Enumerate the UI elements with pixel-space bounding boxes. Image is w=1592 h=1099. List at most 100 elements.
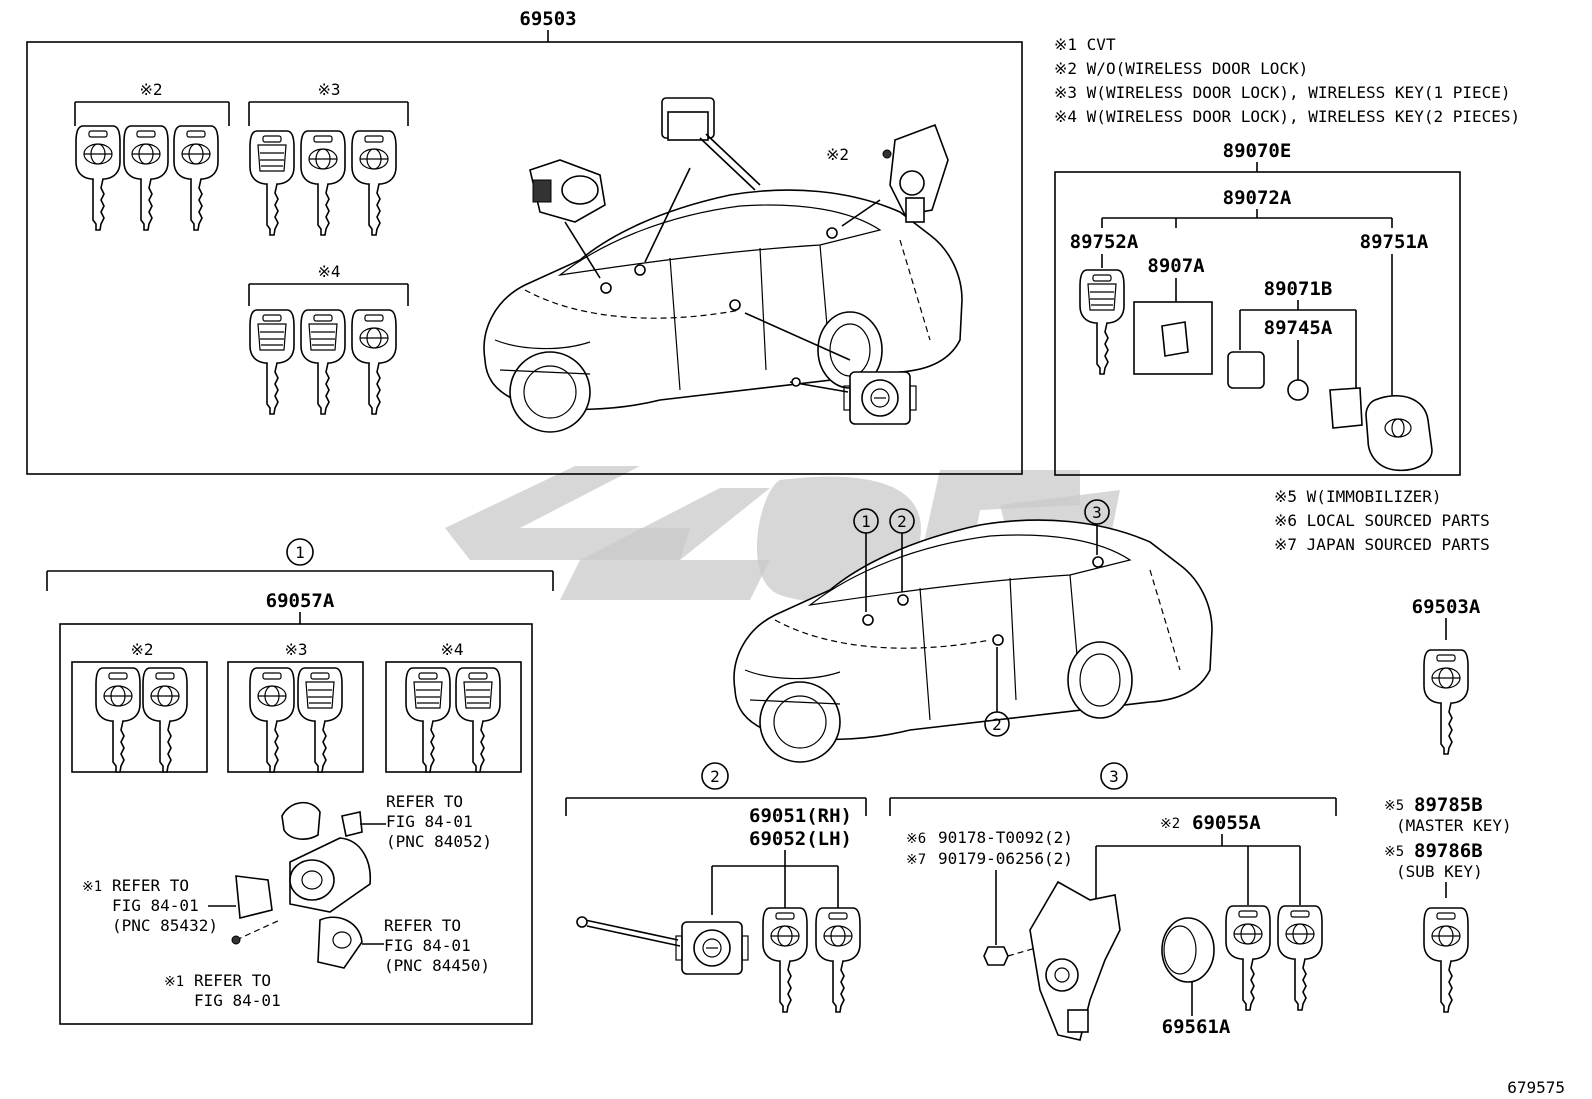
footnote-4: ※4 W(WIRELESS DOOR LOCK), WIRELESS KEY(2… xyxy=(1054,107,1520,126)
ignition-lock-illustration xyxy=(529,159,606,223)
lock-cylinder-illustration xyxy=(1161,917,1215,983)
ref-label: (PNC 85432) xyxy=(112,916,218,935)
footnotes-middle: ※5 W(IMMOBILIZER) ※6 LOCAL SOURCED PARTS… xyxy=(1274,487,1490,554)
wireless-key-icon xyxy=(300,309,346,415)
part-number-69055A: 69055A xyxy=(1192,812,1261,834)
section-1-callout: 1 xyxy=(295,543,305,562)
part-number-69561A: 69561A xyxy=(1162,1016,1231,1038)
wireless-key-icon xyxy=(1079,269,1125,375)
group-label-wireless-1: ※3 xyxy=(284,640,307,659)
key-icon xyxy=(142,667,188,773)
ref-label: REFER TO xyxy=(112,876,189,895)
figure-id: 679575 xyxy=(1507,1078,1565,1097)
footnote-5: ※5 W(IMMOBILIZER) xyxy=(1274,487,1442,506)
footnote-7: ※7 JAPAN SOURCED PARTS xyxy=(1274,535,1490,554)
part-number-69051-rh: 69051(RH) xyxy=(749,805,852,827)
note-mark-2: ※2 xyxy=(1160,816,1180,832)
wireless-key-icon xyxy=(297,667,343,773)
group-label-wireless-1: ※3 xyxy=(317,80,340,99)
ref-mark: ※1 xyxy=(164,974,184,990)
part-number-89071B: 89071B xyxy=(1264,278,1333,300)
part-number-90178: 90178-T0092(2) xyxy=(938,828,1073,847)
ref-label: (PNC 84450) xyxy=(384,956,490,975)
steering-lock-illustration xyxy=(661,97,761,191)
section-1-ignition-group: 1 69057A ※2 ※3 ※4 REF xyxy=(46,538,554,1025)
ref-label: (PNC 84052) xyxy=(386,832,492,851)
transmitter-cover xyxy=(1329,387,1363,429)
note-mark-5: ※5 xyxy=(1384,798,1404,814)
key-icon xyxy=(351,130,397,236)
transmitter-board xyxy=(1227,351,1265,389)
part-number-89785B: 89785B xyxy=(1414,794,1483,816)
ref-label: FIG 84-01 xyxy=(194,991,281,1010)
sub-key-label: (SUB KEY) xyxy=(1396,862,1483,881)
footnotes-top: ※1 CVT ※2 W/O(WIRELESS DOOR LOCK) ※3 W(W… xyxy=(1054,35,1520,126)
footnote-1: ※1 CVT xyxy=(1054,35,1116,54)
part-number-89070E: 89070E xyxy=(1223,140,1292,162)
upper-assembly-group: 69503 ※2 ※3 ※4 xyxy=(26,8,1023,475)
part-number-69503: 69503 xyxy=(519,8,576,30)
key-icon xyxy=(123,125,169,231)
door-lock-cylinder-illustration xyxy=(675,921,749,975)
callout-1: 1 xyxy=(861,512,871,531)
key-icon xyxy=(95,667,141,773)
callout-2-door: 2 xyxy=(992,715,1002,734)
callout-3: 3 xyxy=(1092,503,1102,522)
transmitter-set-group: 89070E 89072A 89752A 8907A 89071B 89745A… xyxy=(1054,140,1461,476)
key-icon xyxy=(1423,907,1469,1013)
key-icon xyxy=(762,907,808,1013)
section-3-trunk-lock-group: 3 ※6 90178-T0092(2) ※7 90179-06256(2) ※2… xyxy=(889,762,1337,1041)
center-vehicle-group: 1 2 3 2 xyxy=(733,499,1213,763)
wireless-key-icon xyxy=(455,667,501,773)
note-mark-5: ※5 xyxy=(1384,844,1404,860)
battery-icon xyxy=(1287,379,1309,401)
ref-label: FIG 84-01 xyxy=(112,896,199,915)
key-icon xyxy=(300,130,346,236)
ref-label: FIG 84-01 xyxy=(384,936,471,955)
group-label-wireless-2: ※4 xyxy=(317,262,340,281)
key-icon xyxy=(1225,905,1271,1011)
remote-fob-icon xyxy=(1365,395,1433,472)
callout-2: 2 xyxy=(897,512,907,531)
ref-label: REFER TO xyxy=(386,792,463,811)
footnote-6: ※6 LOCAL SOURCED PARTS xyxy=(1274,511,1490,530)
ref-label: FIG 84-01 xyxy=(386,812,473,831)
part-number-89751A: 89751A xyxy=(1360,231,1429,253)
trunk-lock-illustration: ※2 xyxy=(826,123,949,223)
key-icon xyxy=(1277,905,1323,1011)
part-number-69057A: 69057A xyxy=(266,590,335,612)
part-number-89745A: 89745A xyxy=(1264,317,1333,339)
wireless-key-icon xyxy=(405,667,451,773)
footnote-3: ※3 W(WIRELESS DOOR LOCK), WIRELESS KEY(1… xyxy=(1054,83,1511,102)
master-key-label: (MASTER KEY) xyxy=(1396,816,1512,835)
part-number-69503A: 69503A xyxy=(1412,596,1481,618)
key-icon xyxy=(1423,649,1469,755)
key-icon xyxy=(173,125,219,231)
note-mark-6: ※6 xyxy=(906,831,926,847)
group-label-wireless-2: ※4 xyxy=(440,640,463,659)
group-label-no-wireless: ※2 xyxy=(139,80,162,99)
section-2-callout: 2 xyxy=(710,767,720,786)
nut-icon xyxy=(983,946,1009,966)
key-icon xyxy=(75,125,121,231)
part-number-90179: 90179-06256(2) xyxy=(938,849,1073,868)
part-number-89786B: 89786B xyxy=(1414,840,1483,862)
ref-label: REFER TO xyxy=(194,971,271,990)
part-number-69052-lh: 69052(LH) xyxy=(749,828,852,850)
key-icon xyxy=(351,309,397,415)
part-number-89752A: 89752A xyxy=(1070,231,1139,253)
ignition-switch-illustration xyxy=(231,801,372,969)
callout-no-wireless: ※2 xyxy=(826,145,849,164)
wireless-key-icon xyxy=(249,130,295,236)
wireless-key-icon xyxy=(249,309,295,415)
trunk-lock-illustration xyxy=(1029,880,1121,1041)
ref-label: REFER TO xyxy=(384,916,461,935)
group-label-no-wireless: ※2 xyxy=(130,640,153,659)
section-3-callout: 3 xyxy=(1109,767,1119,786)
door-lock-illustration xyxy=(789,371,917,425)
footnote-2: ※2 W/O(WIRELESS DOOR LOCK) xyxy=(1054,59,1308,78)
part-number-8907A: 8907A xyxy=(1147,255,1205,277)
ref-mark: ※1 xyxy=(82,879,102,895)
part-number-89072A: 89072A xyxy=(1223,187,1292,209)
section-2-door-lock-group: 2 69051(RH) 69052(LH) xyxy=(565,762,867,1013)
